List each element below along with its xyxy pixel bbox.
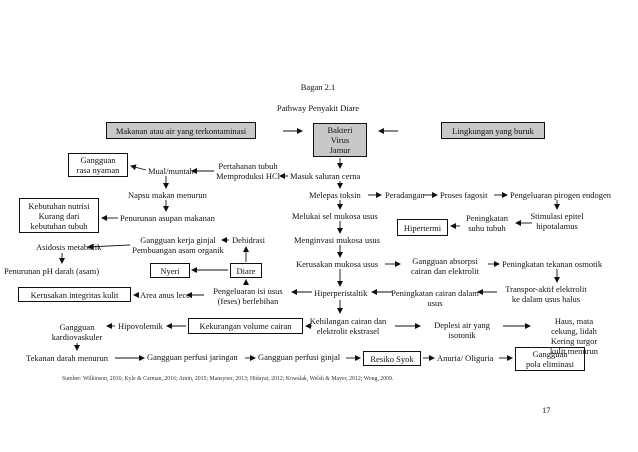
label-nafsu-makan: Napsu makan menurun [128, 190, 207, 200]
arrow-mual-gangguan [130, 164, 147, 171]
source-citation: Sumber: Wilkinson, 2016; Kyle & Carman, … [62, 376, 394, 382]
label-gangguan-kardio-line-1: Gangguan [59, 322, 95, 332]
label-dehidrasi: Dehidrasi [232, 235, 266, 245]
box-eliminasi-line-2: pola eliminasi [526, 359, 574, 369]
label-kerusakan-mukosa: Kerusakan mukosa usus [296, 259, 379, 269]
box-kerusakan-kulit: Kerusakan integritas kulit [18, 287, 131, 302]
label-area-anus: Area anus lecet [140, 290, 193, 300]
box-bakteri: Bakteri Virus Jamur [313, 123, 367, 157]
label-peradangan: Peradangan [385, 190, 425, 200]
box-bakteri-line-1: Bakteri [327, 125, 353, 135]
label-penurunan-ph: Penurunan pH darah (asam) [4, 266, 100, 276]
label-peningkatan-cairan-line-2: usus [427, 298, 443, 308]
label-mual: Mual/muntah [148, 166, 194, 176]
label-haus-line-1: Haus, mata cekung, lidah [551, 316, 597, 336]
label-haus-line-2: Kering turgor kulit menurun [550, 336, 598, 356]
label-transpor-line-2: ke dalam usus halus [511, 294, 581, 304]
label-gangguan-absorpsi-line-2: cairan dan elektrolit [411, 266, 479, 276]
label-transpor-aktif: Transpor-aktif elektrolit ke dalam usus … [505, 284, 586, 304]
box-kekurangan-cairan-text: Kekurangan volume cairan [199, 321, 292, 331]
label-pengeluaran-isi: Pengeluaran isi usus (feses) berlebihan [213, 286, 282, 306]
label-deplesi-line-2: isotonik [448, 330, 476, 340]
label-peningkatan-cairan-line-1: Peningkatan cairan dalam [391, 288, 479, 298]
label-gangguan-ginjal-line-1: Gangguan kerja ginjal [140, 235, 216, 245]
label-hiperperistaltik: Hiperperistaltik [314, 288, 368, 298]
figure-label: Bagan 2.1 [300, 82, 336, 92]
box-gangguan-eliminasi: Gangguan pola eliminasi [515, 347, 585, 371]
label-peningkatan-suhu-line-2: suhu tubuh [468, 223, 506, 233]
label-deplesi-line-1: Deplesi air yang [434, 320, 490, 330]
box-makanan-text: Makanan atau air yang terkontaminasi [115, 125, 247, 136]
label-pengeluaran-isi-line-1: Pengeluaran isi usus [213, 286, 283, 296]
box-lingkungan-text: Lingkungan yang buruk [452, 125, 534, 136]
label-masuk-saluran: Masuk saluran cerna [290, 171, 361, 181]
label-anuria: Anuria/ Oliguria [437, 353, 494, 363]
box-kebutuhan-line-2: Kurang dari [38, 210, 80, 221]
label-peningkatan-osmotik: Peningkatan tekanan osmotik [502, 259, 603, 269]
label-stimulasi-epitel-line-1: Stimulasi epitel [530, 211, 584, 221]
box-diare: Diare [230, 263, 262, 278]
label-deplesi: Deplesi air yang isotonik [434, 320, 490, 340]
label-perfusi-ginjal: Gangguan perfusi ginjal [258, 352, 341, 362]
label-transpor-line-1: Transpor-aktif elektrolit [505, 284, 587, 294]
box-kebutuhan-line-1: Kebutuhan nutrisi [28, 200, 90, 211]
box-kebutuhan-line-3: kebutuhan tubuh [30, 220, 88, 231]
label-gangguan-ginjal: Gangguan kerja ginjal Pembuangan asam or… [132, 235, 223, 255]
label-pengeluaran-pirogen: Pengeluaran pirogen endogen [510, 190, 612, 200]
box-gangguan-rasa-line-1: Gangguan [80, 155, 116, 165]
box-kerusakan-kulit-text: Kerusakan integritas kulit [30, 289, 119, 300]
label-gangguan-kardio-line-2: kardiovaskuler [51, 332, 103, 342]
figure-title: Pathway Penyakit Diare [276, 103, 360, 113]
label-hipovolemik: Hipovolemik [118, 321, 163, 331]
label-pertahanan-line-1: Pertahanan tubuh [218, 161, 278, 171]
box-lingkungan: Lingkungan yang buruk [441, 122, 545, 139]
box-nyeri: Nyeri [150, 263, 190, 278]
label-peningkatan-suhu-line-1: Peningkatan [465, 213, 509, 223]
label-pertahanan-line-2: Memproduksi HCl [216, 171, 280, 181]
box-nyeri-text: Nyeri [160, 265, 180, 276]
label-kehilangan-line-1: Kehilangan cairan dan [309, 316, 387, 326]
label-pertahanan: Pertahanan tubuh Memproduksi HCl [216, 161, 280, 181]
label-peningkatan-suhu: Peningkatan suhu tubuh [466, 213, 508, 233]
label-stimulasi-epitel-line-2: hipotalamus [536, 221, 578, 231]
label-kehilangan-cairan: Kehilangan cairan dan elektrolit ekstras… [310, 316, 386, 336]
label-proses-fagosit: Proses fagosit [440, 190, 488, 200]
box-gangguan-rasa-line-2: rasa nyaman [76, 165, 120, 175]
page-number: 17 [542, 405, 551, 415]
label-penurunan-asupan: Penurunan asupan makanan [120, 213, 215, 223]
box-bakteri-line-2: Virus [330, 135, 350, 145]
label-melukai-sel: Melukai sel mukosa usus [292, 211, 378, 221]
box-kekurangan-cairan: Kekurangan volume cairan [188, 318, 303, 334]
box-hipertermi: Hipertermi [397, 219, 448, 236]
box-eliminasi-line-1: Gangguan [532, 349, 568, 359]
label-kehilangan-line-2: elektrolit ekstrasel [316, 326, 380, 336]
label-gangguan-absorpsi: Gangguan absorpsi cairan dan elektrolit [411, 256, 479, 276]
arrow-ginjal-asidosis [87, 243, 131, 250]
label-stimulasi-epitel: Stimulasi epitel hipotalamus [530, 211, 583, 231]
label-asidosis: Asidosis metabolik [36, 242, 102, 252]
label-gangguan-kardio: Gangguan kardiovaskuler [52, 322, 103, 342]
box-bakteri-line-3: Jamur [329, 145, 351, 155]
label-haus: Haus, mata cekung, lidah Kering turgor k… [542, 316, 606, 356]
label-gangguan-ginjal-line-2: Pembuangan asam organik [132, 245, 224, 255]
label-perfusi-jaringan: Gangguan perfusi jaringan [147, 352, 238, 362]
box-hipertermi-text: Hipertermi [403, 222, 442, 233]
label-menginvasi: Menginvasi mukosa usus [294, 235, 380, 245]
box-resiko-syok: Resiko Syok [363, 351, 421, 366]
label-pengeluaran-isi-line-2: (feses) berlebihan [217, 296, 279, 306]
label-melepas-toksin: Melepas toksin [309, 190, 361, 200]
label-peningkatan-cairan-usus: Peningkatan cairan dalam usus [391, 288, 479, 308]
box-diare-text: Diare [236, 265, 256, 276]
label-gangguan-absorpsi-line-1: Gangguan absorpsi [412, 256, 478, 266]
box-gangguan-rasa-nyaman: Gangguan rasa nyaman [68, 153, 128, 177]
label-tekanan-darah: Tekanan darah menurun [26, 353, 109, 363]
box-resiko-syok-text: Resiko Syok [370, 353, 414, 364]
box-makanan: Makanan atau air yang terkontaminasi [106, 122, 256, 139]
box-kebutuhan-nutrisi: Kebutuhan nutrisi Kurang dari kebutuhan … [19, 198, 99, 233]
